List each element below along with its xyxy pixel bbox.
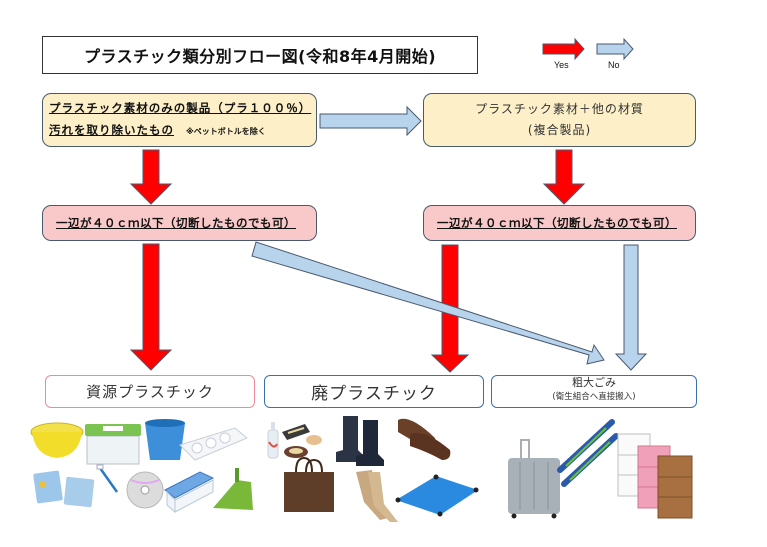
arrow-no-diagonal-to-bulky (251, 241, 605, 365)
condiment-bottle-icon (267, 422, 279, 459)
bucket-icon (145, 419, 185, 460)
bulky-waste-note: (衛生組合へ直接搬入) (552, 392, 636, 402)
food-tray-icon (282, 424, 310, 440)
arrow-no-to-bulky (614, 244, 648, 371)
toothbrush-icon (96, 464, 119, 493)
waste-plastic-box: 廃プラスチック (264, 375, 484, 408)
plastic-only-line2: 汚れを取り除いたもの (49, 123, 174, 137)
basin-icon (30, 422, 84, 458)
food-container-icon (164, 471, 215, 514)
plastic-only-line2-row: 汚れを取り除いたもの ※ペットボトルを除く (49, 122, 310, 138)
plastic-only-line1: プラスチック素材のみの製品（プラ１００％） (49, 101, 312, 115)
dustpan-icon (213, 468, 253, 510)
legend-no-label: No (608, 60, 620, 70)
size-check-right: 一辺が４０ｃｍ以下（切断したものでも可） (423, 205, 696, 241)
size-check-left: 一辺が４０ｃｍ以下（切断したものでも可） (42, 205, 317, 241)
bulky-waste-label: 粗大ごみ (572, 376, 616, 389)
arrow-yes-right-1 (542, 149, 586, 205)
rain-boots-icon (336, 416, 384, 466)
tarp-icon (395, 474, 479, 517)
id-card-icon (63, 476, 95, 508)
credit-card-icon (33, 470, 63, 504)
page-title: プラスチック類分別フロー図(令和8年4月開始) (42, 36, 478, 74)
composite-line1: プラスチック素材＋他の材質 (475, 102, 644, 116)
bulky-waste-illustrations (508, 419, 693, 519)
skis-icon (557, 419, 619, 487)
resource-plastic-box: 資源プラスチック (45, 375, 255, 408)
pet-bottle-note: ※ペットボトルを除く (186, 127, 266, 136)
arrow-yes-left-1 (129, 149, 173, 205)
waste-plastic-illustrations (267, 416, 479, 522)
food-cups-icon (284, 435, 322, 458)
tote-bag-icon (284, 456, 334, 512)
arrow-yes-to-resource (129, 243, 173, 371)
legend-yes-arrow (542, 37, 585, 61)
arrow-no-to-composite (319, 105, 422, 137)
suitcase-icon (508, 439, 560, 519)
stockings-icon (356, 470, 398, 522)
bulky-waste-box: 粗大ごみ (衛生組合へ直接搬入) (491, 375, 697, 408)
legend-yes-label: Yes (554, 60, 569, 70)
loafers-icon (398, 418, 451, 460)
cd-icon (126, 471, 164, 509)
egg-carton-icon (179, 427, 248, 461)
composite-line2: (複合製品) (527, 123, 592, 137)
shelf-brown-icon (657, 455, 693, 519)
resource-plastic-illustrations (30, 419, 253, 514)
insect-case-icon (85, 424, 141, 465)
legend-no-arrow (596, 37, 634, 61)
composite-box: プラスチック素材＋他の材質 (複合製品) (423, 93, 696, 147)
plastic-only-box: プラスチック素材のみの製品（プラ１００％） 汚れを取り除いたもの ※ペットボトルを… (42, 93, 317, 147)
